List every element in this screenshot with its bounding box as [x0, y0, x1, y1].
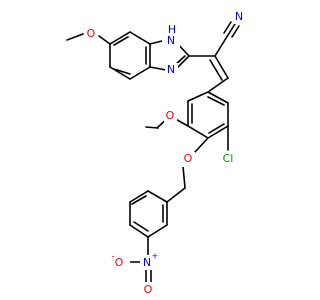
bond-n-c [149, 66, 167, 71]
bond-ar6-inner [113, 36, 129, 46]
bond-nitrile-3 [223, 21, 232, 34]
molecule-structure: O H N N N O Cl O N + O - O [66, 10, 246, 297]
atom-o-methoxy-central: O [166, 109, 175, 122]
atom-o-nitro-minus-charge: - [111, 252, 114, 262]
atom-labels: O H N N N O Cl O N + O - O [84, 10, 246, 297]
atom-n-imine: N [167, 63, 175, 76]
atom-n-nitro-charge: + [152, 252, 159, 261]
bond-ch-aryl [207, 77, 229, 93]
bond-oether-ch2 [182, 165, 186, 189]
bond-nr5 [147, 224, 168, 238]
atom-o-nitro-minus: O [115, 256, 124, 269]
atom-n-nitro: N [143, 256, 151, 269]
bond-methyl2 [145, 126, 159, 129]
atom-n-nitrile: N [235, 10, 243, 23]
bond-cr4-inner [208, 123, 225, 134]
bond-ar6 [109, 31, 131, 45]
atom-n-nh: N [167, 34, 175, 47]
atom-o-ether: O [184, 152, 193, 165]
atom-o-methoxy-left: O [87, 27, 96, 40]
bond-nr2 [129, 190, 149, 203]
bond-cr4 [207, 125, 229, 139]
atom-cl: Cl [223, 152, 234, 165]
bonds [66, 21, 240, 283]
bond-c2-n [176, 55, 190, 69]
bond-cr3 [187, 125, 209, 139]
bond-ar5 [129, 31, 151, 45]
bond-nr2-inner [131, 195, 147, 205]
bond-vinyl-double-inner [209, 59, 223, 81]
bond-cr1 [187, 91, 209, 102]
bond-cr6-inner [207, 96, 225, 106]
bond-ar2-inner [113, 68, 131, 75]
bond-o-aryl [98, 35, 111, 45]
bond-nr4 [129, 224, 149, 238]
atom-o-nitro-double: O [144, 283, 153, 296]
atom-h-nh: H [168, 23, 176, 36]
bond-nitrile-2 [231, 25, 240, 38]
bond-ar3 [129, 66, 151, 80]
bond-nr4-inner [133, 221, 149, 232]
bond-ch2-aryl [166, 187, 186, 203]
bond-methyl-o [66, 33, 84, 41]
bond-cr6 [207, 91, 229, 104]
bond-nitrile-1 [227, 23, 236, 36]
bond-nr1 [147, 190, 168, 203]
bond-vinyl-double [214, 55, 229, 79]
bond-cvinyl-cn [214, 34, 229, 57]
bond-aryl-oether [194, 137, 209, 153]
